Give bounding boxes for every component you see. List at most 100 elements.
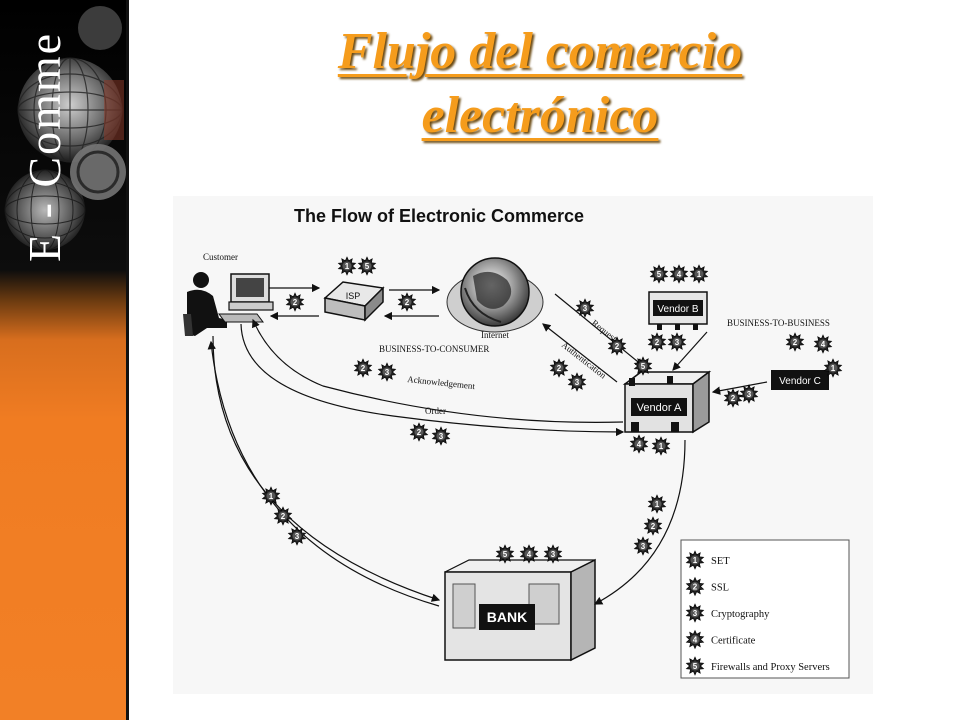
seal-vendor-bank-3: 3 bbox=[633, 536, 653, 556]
vendor-b-server: Vendor B bbox=[648, 291, 708, 330]
seal-vendor-b-top-1: 5 bbox=[649, 264, 669, 284]
seal-request-1: 3 bbox=[575, 298, 595, 318]
svg-text:2: 2 bbox=[405, 298, 410, 307]
svg-text:3: 3 bbox=[551, 550, 556, 559]
vendor-a-server: Vendor A bbox=[622, 370, 712, 434]
vendor-c-label: Vendor C bbox=[779, 376, 821, 387]
legend-label-5: Firewalls and Proxy Servers bbox=[711, 662, 830, 673]
seal-request-vendor-a-1: 2 bbox=[607, 336, 627, 356]
svg-text:3: 3 bbox=[675, 338, 680, 347]
svg-text:2: 2 bbox=[655, 338, 660, 347]
svg-text:2: 2 bbox=[417, 428, 422, 437]
svg-text:2: 2 bbox=[361, 364, 366, 373]
seal-customer-bank-2: 2 bbox=[273, 506, 293, 526]
seal-bank-top-3: 3 bbox=[543, 544, 563, 564]
slide-title: Flujo del comercio electrónico bbox=[250, 20, 830, 148]
svg-text:1: 1 bbox=[693, 556, 698, 565]
svg-text:5: 5 bbox=[503, 550, 508, 559]
acknowledgement-label: Acknowledgement bbox=[407, 374, 476, 391]
seal-vendor-b-below-1: 2 bbox=[647, 332, 667, 352]
svg-text:2: 2 bbox=[693, 583, 698, 592]
legend-seal-5: 5 bbox=[685, 656, 705, 676]
seal-b2c-2: 3 bbox=[377, 362, 397, 382]
seal-vendor-b-top-3: 1 bbox=[689, 264, 709, 284]
authentication-label: Authentication bbox=[560, 340, 609, 381]
seal-bank-top-1: 5 bbox=[495, 544, 515, 564]
svg-text:1: 1 bbox=[655, 500, 660, 509]
seal-vendor-b-below-2: 3 bbox=[667, 332, 687, 352]
diagram-heading: The Flow of Electronic Commerce bbox=[294, 206, 584, 226]
svg-text:1: 1 bbox=[659, 442, 664, 451]
svg-text:4: 4 bbox=[637, 440, 642, 449]
isp-server: ISP bbox=[323, 281, 385, 322]
internet-label: Internet bbox=[481, 330, 509, 340]
sidebar-vertical-text: E - Comme bbox=[19, 31, 70, 262]
legend-seal-1: 1 bbox=[685, 550, 705, 570]
svg-text:1: 1 bbox=[697, 270, 702, 279]
svg-text:1: 1 bbox=[345, 262, 350, 271]
seal-vendor-bank-2: 2 bbox=[643, 516, 663, 536]
seal-isp-top-2: 5 bbox=[357, 256, 377, 276]
seal-vendor-c-2: 4 bbox=[813, 334, 833, 354]
svg-text:3: 3 bbox=[295, 532, 300, 541]
svg-text:5: 5 bbox=[641, 362, 646, 371]
customer-label: Customer bbox=[203, 252, 238, 262]
svg-text:2: 2 bbox=[281, 512, 286, 521]
globe-collage-image bbox=[4, 6, 126, 251]
isp-label: ISP bbox=[346, 291, 361, 301]
sidebar-banner: E - Comme bbox=[0, 0, 128, 720]
svg-text:2: 2 bbox=[615, 342, 620, 351]
svg-text:3: 3 bbox=[385, 368, 390, 377]
svg-text:5: 5 bbox=[693, 662, 698, 671]
seal-vendor-a-right-2: 3 bbox=[739, 384, 759, 404]
vendor-c-server: Vendor C bbox=[771, 370, 829, 390]
bank-building: BANK bbox=[444, 558, 596, 662]
seal-authentication-1: 2 bbox=[549, 358, 569, 378]
legend-seal-3: 3 bbox=[685, 603, 705, 623]
svg-text:3: 3 bbox=[583, 304, 588, 313]
seal-vendor-a-bottom-1: 4 bbox=[629, 434, 649, 454]
seal-isp-top-1: 1 bbox=[337, 256, 357, 276]
diagram-canvas: The Flow of Electronic Commerce Customer… bbox=[183, 206, 850, 679]
seal-b2c-1: 2 bbox=[353, 358, 373, 378]
customer-figure: Customer bbox=[183, 252, 274, 336]
b2c-label: BUSINESS-TO-CONSUMER bbox=[379, 344, 489, 354]
svg-text:3: 3 bbox=[693, 609, 698, 618]
seal-vendor-b-top-2: 4 bbox=[669, 264, 689, 284]
svg-text:3: 3 bbox=[575, 378, 580, 387]
seal-vendor-c-1: 2 bbox=[785, 332, 805, 352]
svg-text:3: 3 bbox=[439, 432, 444, 441]
svg-text:5: 5 bbox=[657, 270, 662, 279]
vendor-b-label: Vendor B bbox=[657, 304, 698, 315]
sidebar-divider bbox=[126, 0, 129, 720]
svg-text:2: 2 bbox=[651, 522, 656, 531]
legend-label-3: Cryptography bbox=[711, 609, 770, 620]
seal-vendor-c-3: 1 bbox=[823, 358, 843, 378]
svg-text:1: 1 bbox=[269, 492, 274, 501]
seal-vendor-bank-1: 1 bbox=[647, 494, 667, 514]
svg-text:2: 2 bbox=[557, 364, 562, 373]
seal-vendor-a-right-1: 2 bbox=[723, 388, 743, 408]
svg-text:2: 2 bbox=[731, 394, 736, 403]
svg-text:3: 3 bbox=[641, 542, 646, 551]
svg-text:3: 3 bbox=[747, 390, 752, 399]
seal-customer-isp-1: 2 bbox=[285, 292, 305, 312]
seal-bank-top-2: 4 bbox=[519, 544, 539, 564]
seal-authentication-2: 3 bbox=[567, 372, 587, 392]
slide-title-line-1: Flujo del comercio bbox=[337, 23, 743, 80]
seal-customer-bank-1: 1 bbox=[261, 486, 281, 506]
svg-text:4: 4 bbox=[677, 270, 682, 279]
seal-order-1: 2 bbox=[409, 422, 429, 442]
svg-text:2: 2 bbox=[793, 338, 798, 347]
svg-text:2: 2 bbox=[293, 298, 298, 307]
seal-vendor-a-top-1: 5 bbox=[633, 356, 653, 376]
legend-label-2: SSL bbox=[711, 583, 729, 594]
ecommerce-flow-diagram: The Flow of Electronic Commerce Customer… bbox=[173, 196, 873, 694]
legend-seal-4: 4 bbox=[685, 629, 705, 650]
seal-isp-internet-1: 2 bbox=[397, 292, 417, 312]
svg-text:4: 4 bbox=[821, 340, 826, 349]
svg-text:4: 4 bbox=[527, 550, 532, 559]
seal-customer-bank-3: 3 bbox=[287, 526, 307, 546]
